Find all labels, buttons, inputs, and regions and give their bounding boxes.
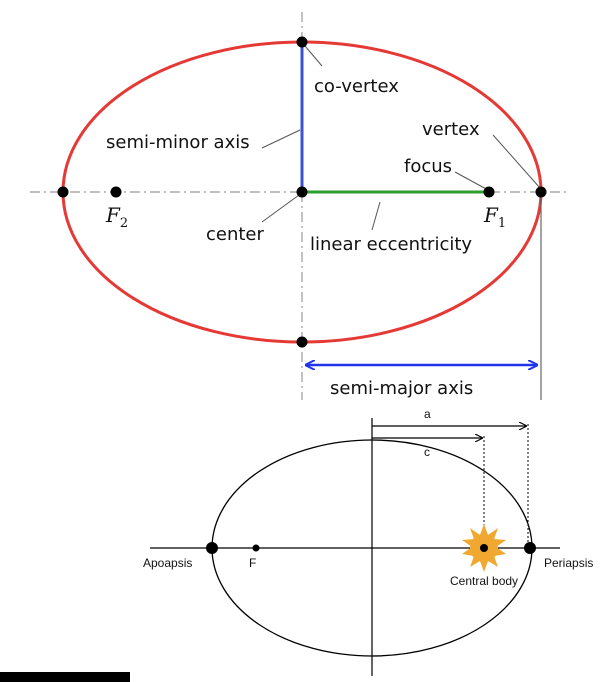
- co-vertex-bottom-point: [296, 336, 308, 348]
- semi-minor-leader: [261, 129, 301, 149]
- focus-f2-point: [110, 186, 122, 198]
- center-point: [296, 186, 308, 198]
- periapsis-label: Periapsis: [544, 556, 593, 570]
- vertex-right-point: [535, 186, 547, 198]
- focus-leader: [454, 171, 489, 191]
- orbit-diagram: a c Apoapsis F Central body Periapsis: [143, 407, 593, 676]
- center-label: center: [206, 224, 265, 245]
- top-ellipse-diagram: co-vertex semi-minor axis vertex focus c…: [30, 12, 570, 400]
- linear-eccentricity-label: linear eccentricity: [310, 234, 472, 255]
- semi-minor-axis-label: semi-minor axis: [106, 132, 250, 153]
- linear-eccentricity-leader: [371, 201, 381, 231]
- caption-bar: [0, 672, 130, 682]
- empty-focus-point: [252, 544, 260, 552]
- focus-f-label: F: [249, 556, 256, 570]
- central-body-label: Central body: [450, 574, 518, 588]
- focus-f1-label: F1: [483, 203, 506, 231]
- center-leader: [261, 194, 300, 223]
- c-label: c: [424, 445, 430, 459]
- vertex-label: vertex: [422, 119, 480, 140]
- semi-major-axis-label: semi-major axis: [330, 378, 473, 399]
- sun-icon: [462, 524, 506, 572]
- co-vertex-leader: [304, 45, 323, 67]
- apoapsis-point: [206, 542, 218, 554]
- periapsis-point: [524, 542, 536, 554]
- focus-f2-label: F2: [105, 203, 128, 231]
- co-vertex-label: co-vertex: [314, 76, 399, 97]
- co-vertex-top-point: [296, 36, 308, 48]
- vertex-left-point: [57, 186, 69, 198]
- focus-label: focus: [404, 156, 452, 177]
- focus-f1-point: [483, 186, 495, 198]
- a-label: a: [424, 407, 431, 421]
- vertex-leader: [492, 134, 541, 189]
- apoapsis-label: Apoapsis: [143, 556, 192, 570]
